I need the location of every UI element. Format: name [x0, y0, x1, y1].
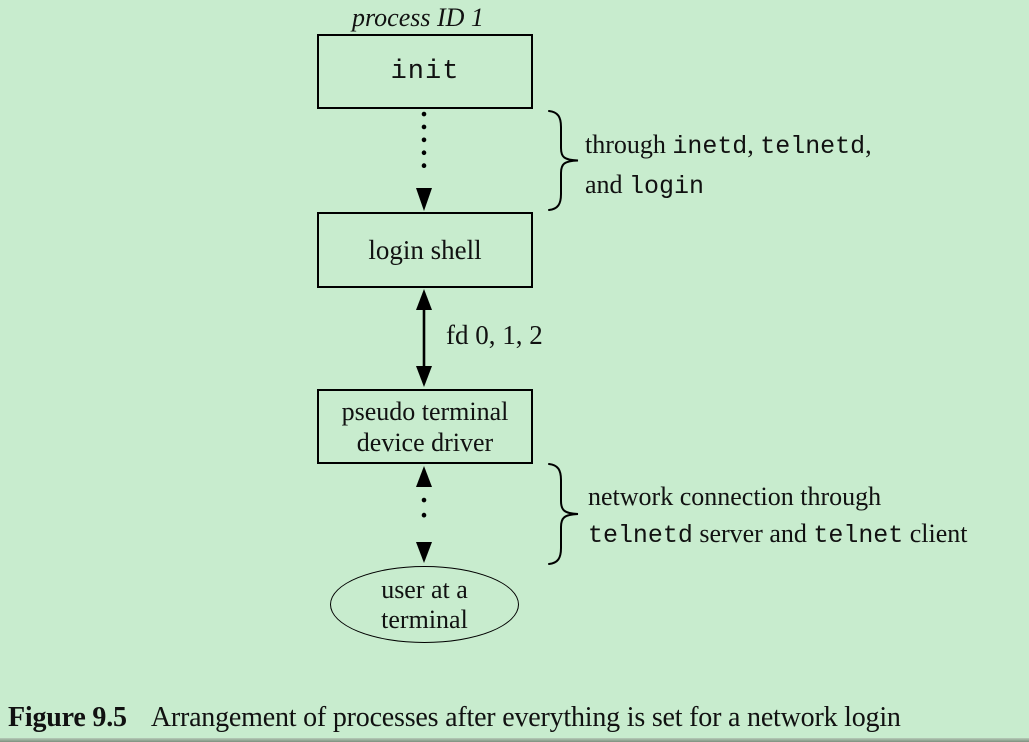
dotted-arrow-down-icon	[416, 111, 432, 211]
annotation-inetd-line2: and login	[585, 166, 872, 206]
annotation-network-line2: telnetd server and telnet client	[588, 515, 968, 555]
figure-caption-number: Figure 9.5	[8, 702, 127, 733]
annotation-network: network connection through telnetd serve…	[588, 478, 968, 555]
text-run: ,	[747, 130, 761, 159]
text-run: server and	[692, 519, 814, 548]
dotted-double-arrow-icon	[416, 466, 432, 563]
annotation-inetd: through inetd, telnetd, and login	[585, 126, 872, 206]
user-terminal-ellipse: user at a terminal	[330, 566, 519, 643]
init-box-label: init	[390, 56, 460, 87]
fd-label: fd 0, 1, 2	[446, 320, 543, 350]
mono-text-run: telnetd	[588, 522, 693, 550]
pty-box: pseudo terminal device driver	[317, 389, 533, 464]
figure-caption-text: Arrangement of processes after everythin…	[150, 702, 901, 733]
ellipse-label-line2: terminal	[381, 604, 468, 634]
mono-text-run: telnetd	[760, 133, 866, 161]
pty-label-line2: device driver	[356, 427, 494, 457]
curly-brace-icon	[548, 110, 579, 211]
ellipse-label-line1: user at a	[381, 574, 468, 604]
mono-text-run: login	[629, 173, 704, 201]
text-run: and	[585, 170, 630, 199]
mono-text-run: telnet	[813, 522, 904, 550]
process-id-label: process ID 1	[352, 3, 484, 32]
text-run: client	[903, 519, 968, 548]
annotation-network-line1: network connection through	[588, 482, 882, 511]
text-run: ,	[865, 130, 872, 159]
pty-label-line1: pseudo terminal	[341, 396, 509, 426]
page-bottom-edge	[0, 738, 1029, 742]
curly-brace-icon	[548, 463, 579, 565]
figure-caption: Figure 9.5 Arrangement of processes after…	[8, 702, 901, 734]
annotation-inetd-line1: through inetd, telnetd,	[585, 126, 872, 166]
login-shell-label: login shell	[368, 234, 482, 265]
text-run: through	[585, 130, 673, 159]
solid-double-arrow-icon	[416, 289, 432, 387]
init-box: init	[317, 34, 533, 109]
mono-text-run: inetd	[672, 133, 748, 161]
login-shell-box: login shell	[317, 212, 533, 288]
